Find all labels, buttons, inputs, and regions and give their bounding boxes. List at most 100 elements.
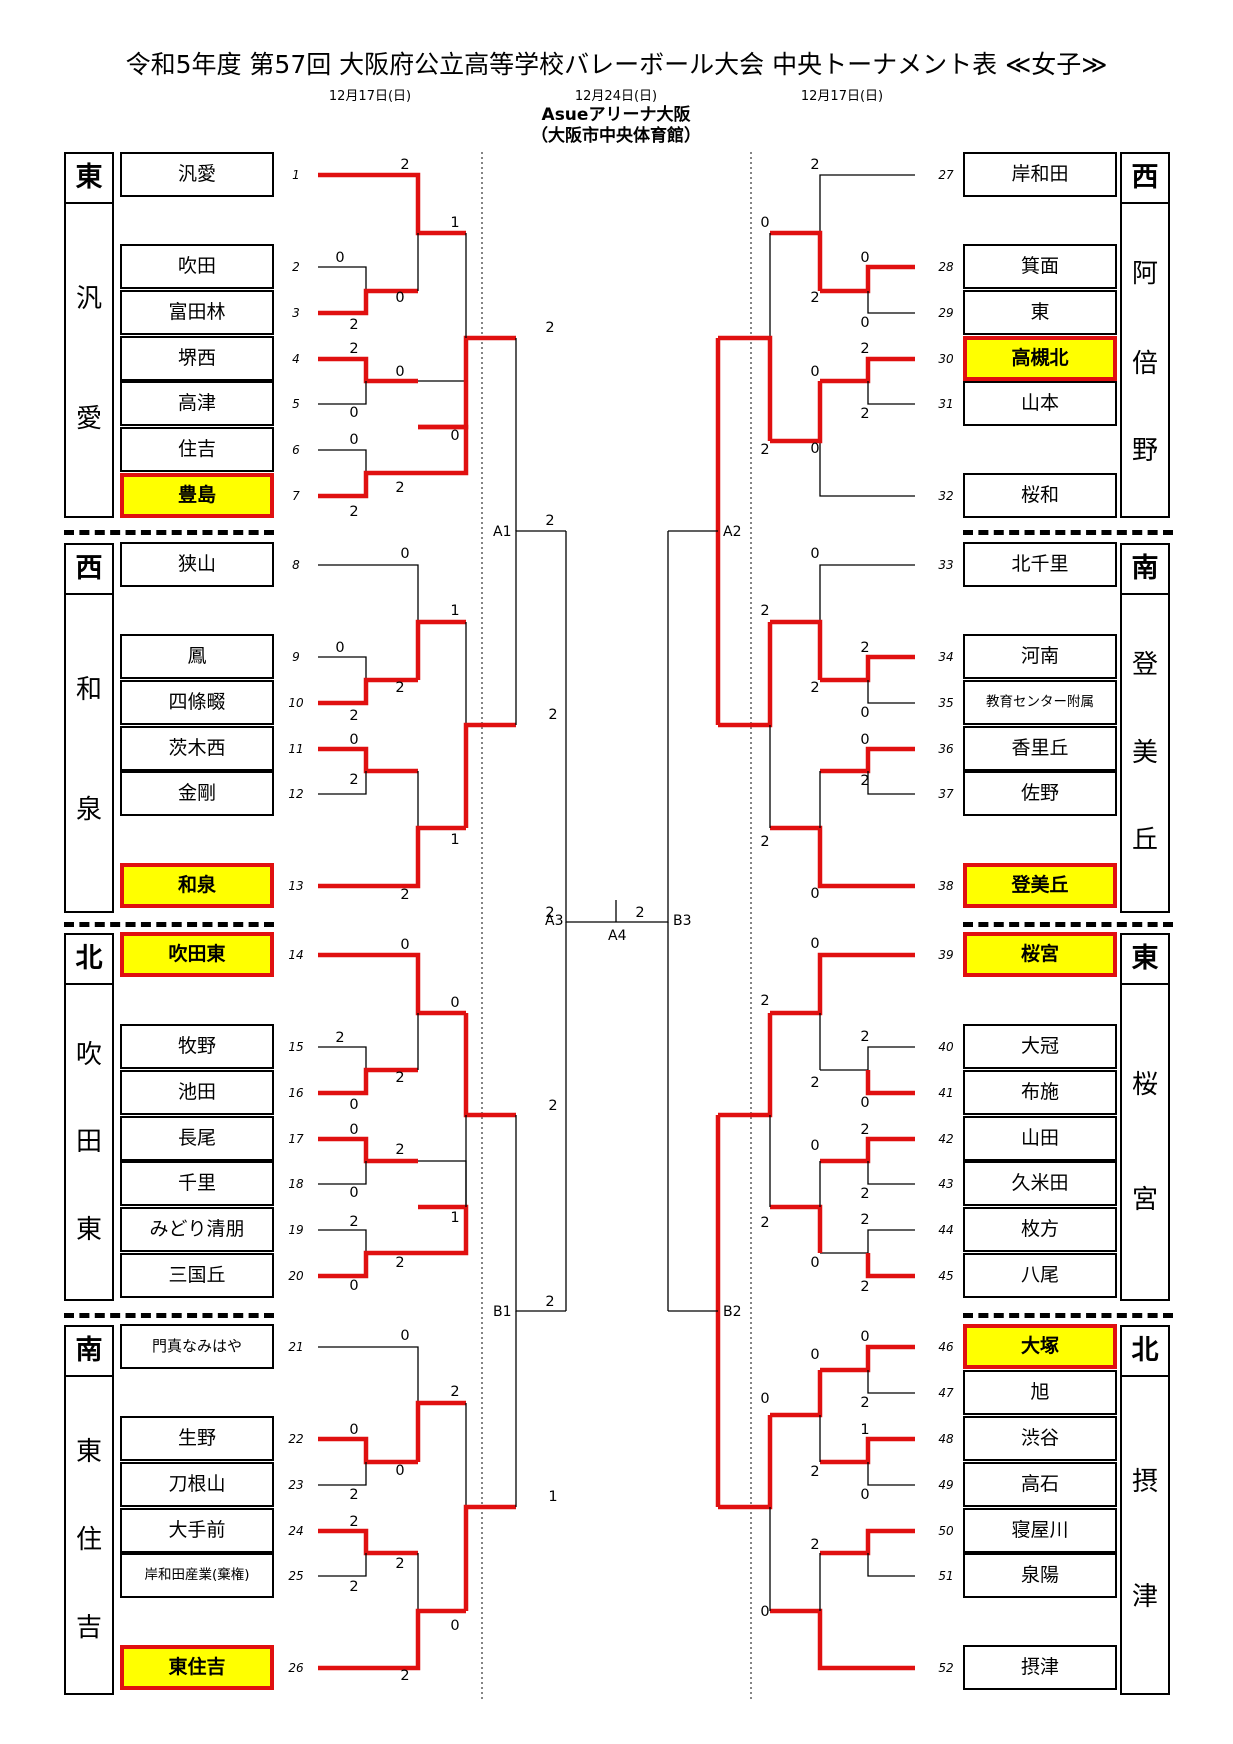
team-number: 27 — [938, 168, 954, 182]
team-box: 四條畷 — [120, 680, 274, 725]
team-box: 豊島 — [120, 473, 274, 518]
bracket-line — [867, 1462, 915, 1486]
match-label: A4 — [608, 928, 627, 944]
set-score: 2 — [860, 1212, 870, 1228]
set-score: 2 — [545, 320, 555, 336]
block-head-left-4: 南 — [64, 1325, 114, 1377]
block-char: 野 — [1131, 436, 1158, 466]
team-box: 寝屋川 — [963, 1508, 1117, 1553]
set-score: 0 — [349, 1278, 359, 1294]
team-box: 東 — [963, 290, 1117, 335]
set-score: 2 — [349, 1514, 359, 1530]
block-char: 汎 — [75, 284, 102, 314]
set-score: 2 — [810, 680, 820, 696]
winner-line — [318, 172, 466, 236]
team-box: 山田 — [963, 1116, 1117, 1161]
set-score: 2 — [860, 773, 870, 789]
team-number: 5 — [292, 397, 300, 411]
team-number: 22 — [288, 1432, 304, 1446]
set-score: 0 — [349, 1185, 359, 1201]
set-score: 2 — [548, 707, 558, 723]
winner-line — [820, 654, 915, 683]
team-number: 18 — [288, 1177, 304, 1191]
team-number: 30 — [938, 352, 954, 366]
team-number: 50 — [938, 1524, 954, 1538]
team-box: 高石 — [963, 1462, 1117, 1507]
set-score: 2 — [395, 480, 405, 496]
set-score: 2 — [760, 442, 770, 458]
block-name-left-4: 東 住 吉 — [64, 1375, 114, 1695]
winner-line — [770, 230, 823, 291]
winner-line — [415, 619, 466, 680]
team-box: 北千里 — [963, 542, 1117, 587]
bracket-line — [515, 530, 566, 725]
bracket-line — [318, 1161, 367, 1185]
set-score: 0 — [810, 886, 820, 902]
block-head-left-2: 西 — [64, 543, 114, 595]
bracket-line — [770, 174, 915, 234]
set-score: 0 — [810, 936, 820, 952]
team-box: 岸和田産業(棄権) — [120, 1553, 274, 1598]
team-number: 51 — [938, 1569, 954, 1583]
winner-line — [820, 264, 915, 294]
set-score: 2 — [395, 1070, 405, 1086]
block-separator — [64, 1313, 274, 1318]
set-score: 2 — [349, 317, 359, 333]
team-number: 7 — [292, 489, 300, 503]
team-box: 河南 — [963, 634, 1117, 679]
team-number: 36 — [938, 742, 954, 756]
winner-line — [318, 470, 418, 499]
team-number: 28 — [938, 260, 954, 274]
set-score: 0 — [400, 546, 410, 562]
set-score: 2 — [810, 1075, 820, 1091]
team-box: 金剛 — [120, 771, 274, 816]
team-box: 泉陽 — [963, 1553, 1117, 1598]
set-score: 0 — [335, 640, 345, 656]
team-box: 岸和田 — [963, 152, 1117, 197]
set-score: 2 — [335, 1030, 345, 1046]
set-score: 0 — [860, 1487, 870, 1503]
set-score: 0 — [395, 1463, 405, 1479]
team-box: 枚方 — [963, 1207, 1117, 1252]
team-box: 和泉 — [120, 863, 274, 908]
block-char: 阿 — [1131, 259, 1158, 289]
winner-line — [820, 746, 915, 774]
set-score: 0 — [760, 1391, 770, 1407]
block-name-left-2: 和 泉 — [64, 593, 114, 913]
team-box: 香里丘 — [963, 726, 1117, 771]
block-char: 宮 — [1131, 1185, 1158, 1215]
team-box: 長尾 — [120, 1116, 274, 1161]
team-box: 八尾 — [963, 1253, 1117, 1298]
bracket-line — [417, 1553, 466, 1612]
block-name-right-1: 阿 倍 野 — [1120, 202, 1170, 518]
team-number: 26 — [288, 1661, 304, 1675]
team-number: 17 — [288, 1132, 304, 1146]
set-score: 1 — [450, 1210, 460, 1226]
bracket-line — [318, 266, 367, 291]
block-name-right-4: 摂 津 — [1120, 1375, 1170, 1695]
team-number: 9 — [292, 650, 300, 664]
team-number: 16 — [288, 1086, 304, 1100]
team-number: 37 — [938, 787, 954, 801]
team-box: 茨木西 — [120, 726, 274, 771]
set-score: 2 — [545, 905, 555, 921]
team-number: 48 — [938, 1432, 954, 1446]
team-box: 門真なみはや — [120, 1324, 274, 1369]
match-label: A2 — [723, 524, 742, 540]
bracket-line — [318, 656, 367, 680]
team-number: 38 — [938, 879, 954, 893]
set-score: 2 — [349, 341, 359, 357]
team-box: 狭山 — [120, 542, 274, 587]
winner-line — [865, 1070, 915, 1096]
set-score: 0 — [860, 315, 870, 331]
block-char: 登 — [1131, 650, 1158, 680]
set-score: 2 — [760, 993, 770, 1009]
set-score: 2 — [860, 1279, 870, 1295]
team-number: 32 — [938, 489, 954, 503]
team-box: 住吉 — [120, 427, 274, 472]
date-left: 12月17日(日) — [328, 89, 412, 104]
winner-line — [318, 1608, 466, 1671]
block-char: 倍 — [1131, 349, 1158, 379]
set-score: 2 — [810, 1537, 820, 1553]
set-score: 2 — [760, 1215, 770, 1231]
